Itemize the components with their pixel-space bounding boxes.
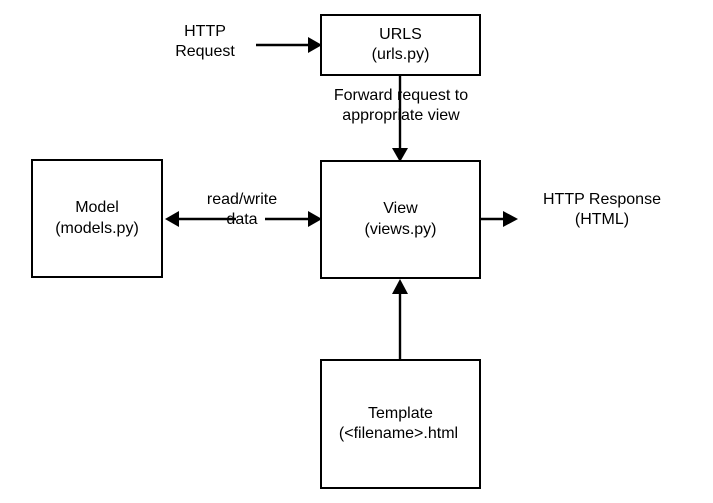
node-template[interactable]: Template (<filename>.html	[320, 359, 481, 489]
node-view[interactable]: View (views.py)	[320, 160, 481, 279]
label-read-write-data-line1: read/write	[206, 191, 278, 208]
edge-urls-to-view	[392, 76, 408, 162]
label-forward-request-line1: Forward request to	[333, 87, 469, 104]
edge-view-to-model	[165, 211, 236, 227]
label-http-request-line1: HTTP	[184, 23, 226, 40]
label-forward-request-line2: appropriate view	[342, 107, 460, 125]
label-http-request: HTTP Request	[155, 22, 255, 62]
edge-request-to-urls	[256, 37, 322, 53]
node-model[interactable]: Model (models.py)	[31, 159, 163, 278]
label-http-request-line2: Request	[175, 43, 235, 61]
label-forward-request: Forward request to appropriate view	[310, 86, 492, 126]
label-read-write-data-line2: data	[226, 211, 258, 229]
node-model-file: (models.py)	[55, 219, 139, 237]
node-urls[interactable]: URLS (urls.py)	[320, 14, 481, 76]
node-urls-title: URLS	[379, 25, 422, 43]
node-template-title: Template	[368, 404, 433, 422]
node-view-file: (views.py)	[364, 220, 437, 238]
node-model-title: Model	[75, 199, 119, 217]
node-template-file: (<filename>.html	[338, 425, 459, 442]
node-view-title: View	[383, 200, 418, 218]
node-urls-file: (urls.py)	[371, 46, 430, 63]
edge-template-to-view	[392, 279, 408, 359]
label-http-response-line2: (HTML)	[574, 211, 630, 229]
edge-model-to-view	[265, 211, 322, 227]
label-read-write-data: read/write data	[192, 190, 292, 230]
label-http-response: HTTP Response (HTML)	[522, 190, 682, 230]
edge-view-to-response	[481, 211, 518, 227]
label-http-response-line1: HTTP Response	[543, 191, 661, 208]
